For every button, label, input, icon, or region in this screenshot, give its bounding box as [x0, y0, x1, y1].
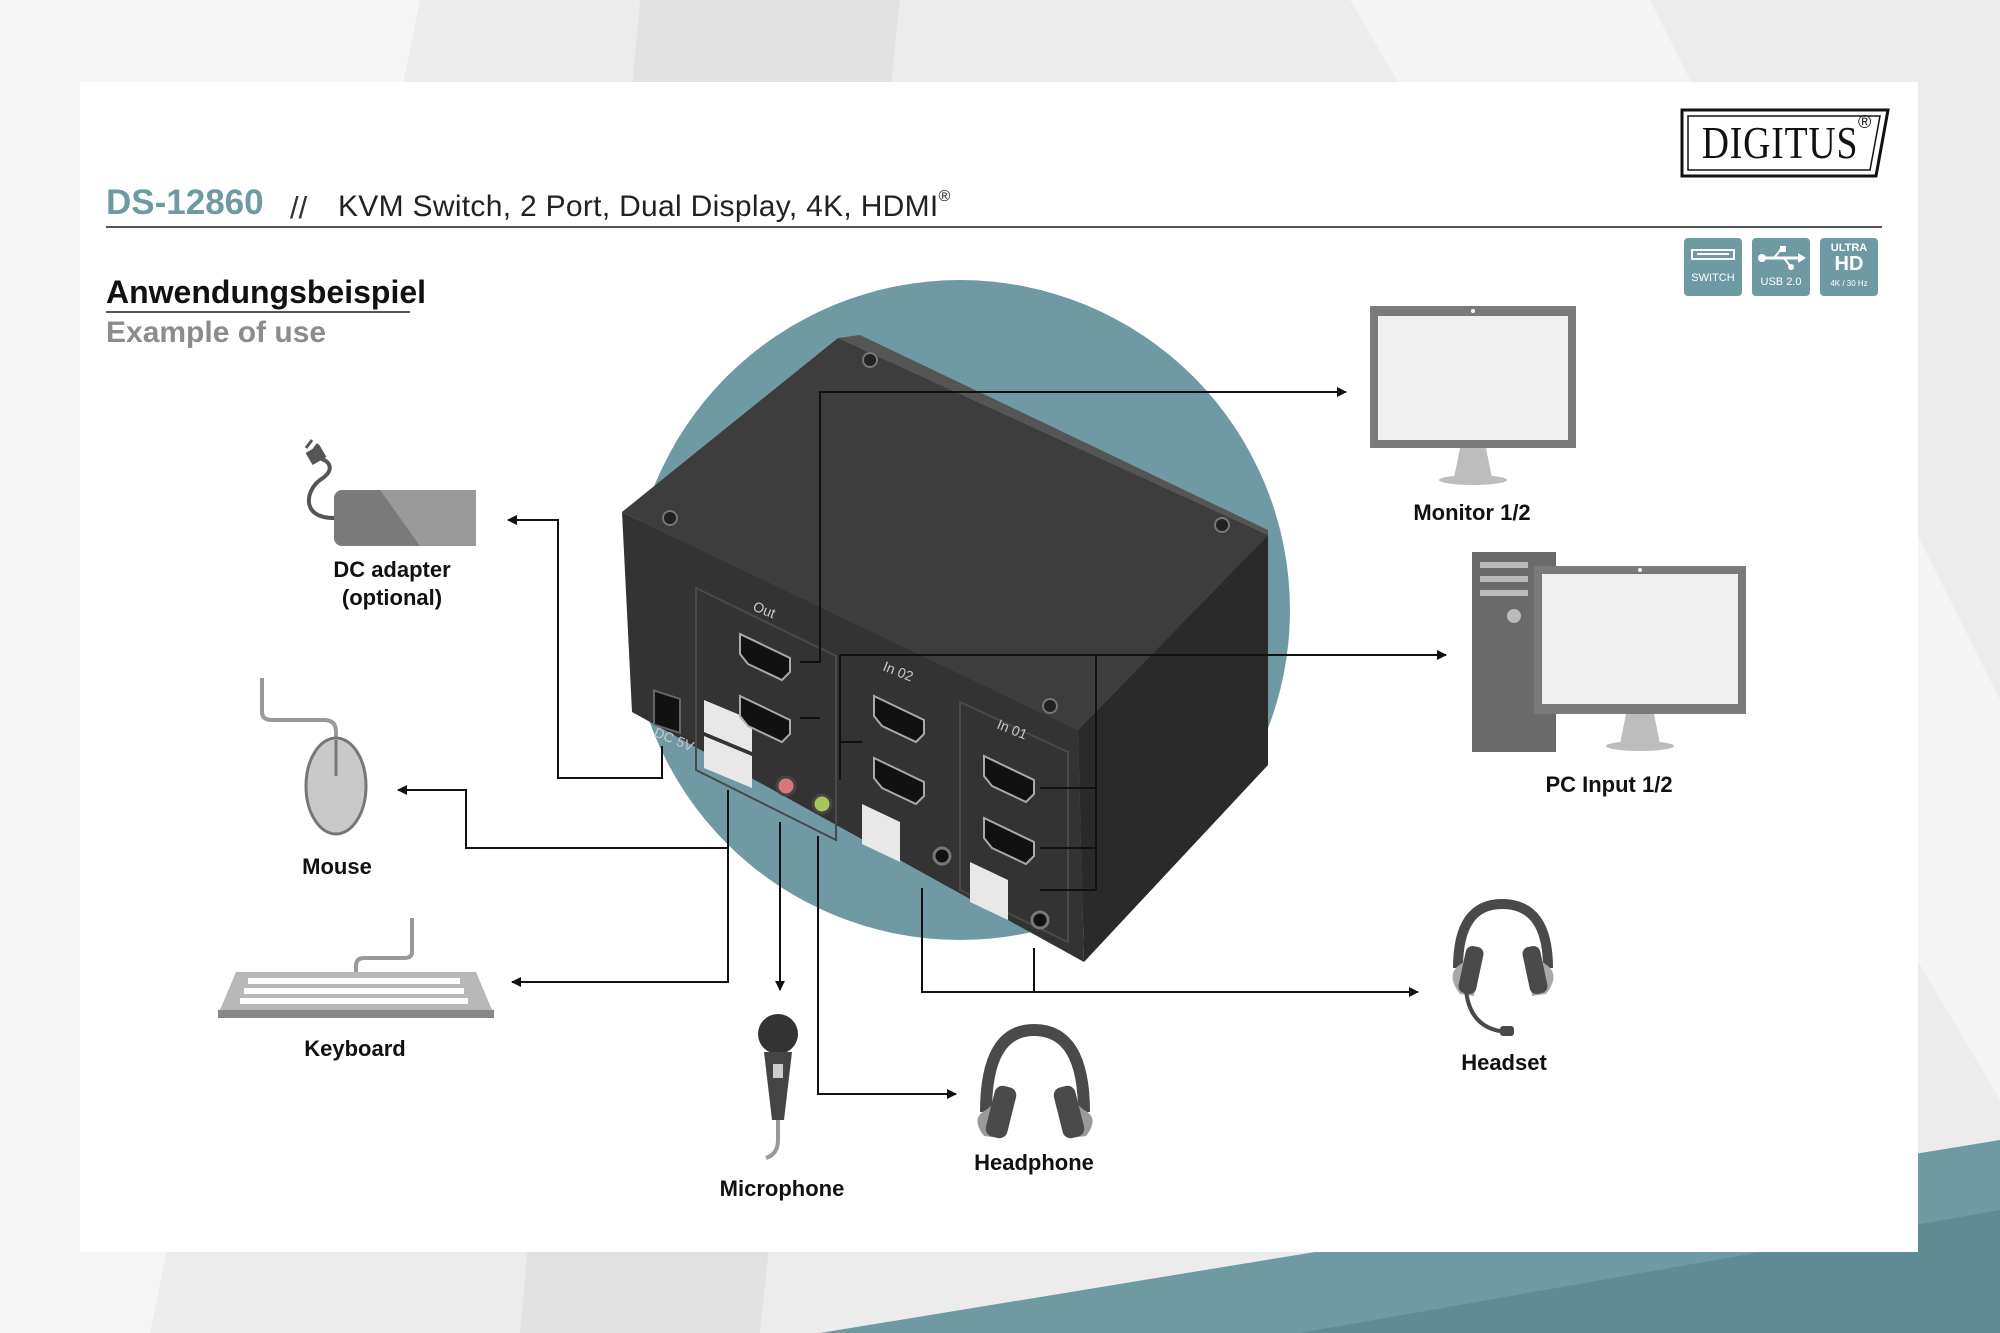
headphone-label: Headphone	[974, 1150, 1094, 1175]
usb-badge-label: USB 2.0	[1760, 276, 1802, 288]
switch-badge-label: SWITCH	[1691, 272, 1735, 284]
switch-badge: SWITCH	[1684, 238, 1742, 296]
hdmi-in02-1	[873, 694, 925, 744]
dc-power-jack	[653, 689, 681, 735]
microphone-label: Microphone	[719, 1176, 845, 1201]
section-title-german: Anwendungsbeispiel	[106, 274, 427, 310]
dc-adapter-icon	[304, 439, 476, 546]
mouse-icon	[260, 678, 368, 836]
switch-icon	[1691, 249, 1735, 260]
usb-b-in02	[862, 804, 900, 862]
headset-label: Headset	[1461, 1050, 1547, 1075]
pc-icon	[1472, 552, 1746, 752]
microphone-icon	[758, 1014, 798, 1160]
monitor-label: Monitor 1/2	[1413, 500, 1531, 525]
logo-registered-mark: ®	[1858, 112, 1872, 132]
dc-adapter-label: DC adapter (optional)	[333, 557, 451, 610]
hdmi-in01-2	[983, 816, 1035, 866]
hdmi-out-2	[739, 694, 791, 744]
out-port-label: Out	[751, 598, 778, 621]
model-number: DS-12860	[106, 183, 264, 222]
keyboard-icon	[218, 918, 494, 1018]
microphone-jack	[775, 775, 797, 797]
ultra-hd-sub: 4K / 30 Hz	[1830, 279, 1868, 288]
section-title-underline	[106, 311, 410, 313]
logo-text: DIGITUS	[1701, 117, 1859, 168]
audio-in01-jack	[1030, 910, 1050, 930]
mouse-label: Mouse	[302, 854, 372, 879]
audio-in02-jack	[932, 846, 952, 866]
connection-lines	[397, 387, 1447, 1099]
title-separator: //	[290, 190, 308, 225]
header-divider	[106, 226, 1882, 228]
ultra-hd-badge: ULTRA HD 4K / 30 Hz	[1820, 238, 1878, 296]
headphone-icon	[977, 1023, 1093, 1139]
usb-ports	[704, 700, 752, 788]
headset-icon	[1452, 898, 1554, 1036]
hdmi-in01-1	[983, 754, 1035, 804]
section-title-english: Example of use	[106, 316, 327, 349]
ultra-hd-main: HD	[1834, 253, 1864, 275]
ultra-hd-top: ULTRA	[1830, 242, 1868, 254]
product-title-text: KVM Switch, 2 Port, Dual Display, 4K, HD…	[338, 190, 939, 223]
registered-mark: ®	[938, 188, 951, 205]
audio-out-jack	[811, 793, 833, 815]
usb-icon	[1758, 246, 1806, 270]
usb-b-in01	[970, 862, 1008, 920]
hdmi-in02-2	[873, 756, 925, 806]
pc-input-label: PC Input 1/2	[1545, 772, 1673, 797]
kvm-switch-device: DC 5V Out In 02 In 01	[622, 335, 1268, 962]
usb-badge: USB 2.0	[1752, 238, 1810, 296]
digitus-logo	[1680, 108, 1890, 178]
keyboard-label: Keyboard	[304, 1036, 406, 1061]
hdmi-out-1	[739, 632, 791, 682]
monitor-icon	[1370, 306, 1576, 485]
product-title: KVM Switch, 2 Port, Dual Display, 4K, HD…	[338, 188, 951, 224]
